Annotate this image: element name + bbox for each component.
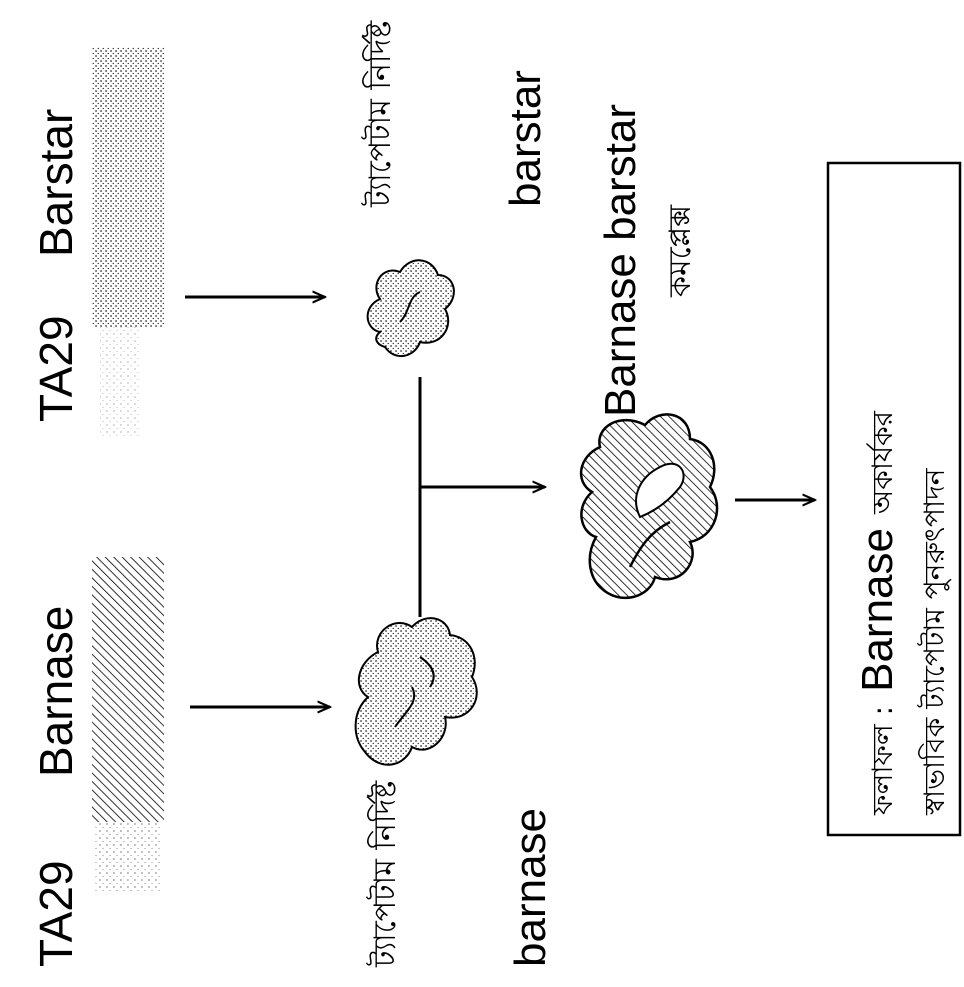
promoter-label-2: TA29 [30,315,82,422]
barstar-product-name: barstar [501,70,550,207]
barstar-band [92,47,164,327]
result-line-2: স্বাভাবিক ট্যাপেটাম পুনরুৎপাদন [917,467,951,816]
barnase-band [92,557,164,822]
gene-label-barstar: Barstar [30,109,82,257]
result-term: Barnase [853,528,902,692]
barstar-descriptor: ট্যাপেটাম নির্দিষ্ট [361,20,398,208]
barstar-protein-blob [368,260,454,356]
barnase-descriptor: ট্যাপেটাম নির্দিষ্ট [366,780,403,968]
result-suffix: অকার্যকর [866,410,899,515]
gene-label-barnase: Barnase [30,606,82,777]
barnase-product-name: barnase [506,808,555,967]
result-prefix: ফলাফল : [866,706,899,816]
complex-name: Barnase barstar [596,104,645,417]
barnase-protein-blob [356,618,477,765]
promoter-band-1 [95,822,160,892]
promoter-label-1: TA29 [30,860,82,967]
complex-descriptor: কমপ্লেক্স [663,204,698,298]
promoter-band-2 [100,327,140,437]
